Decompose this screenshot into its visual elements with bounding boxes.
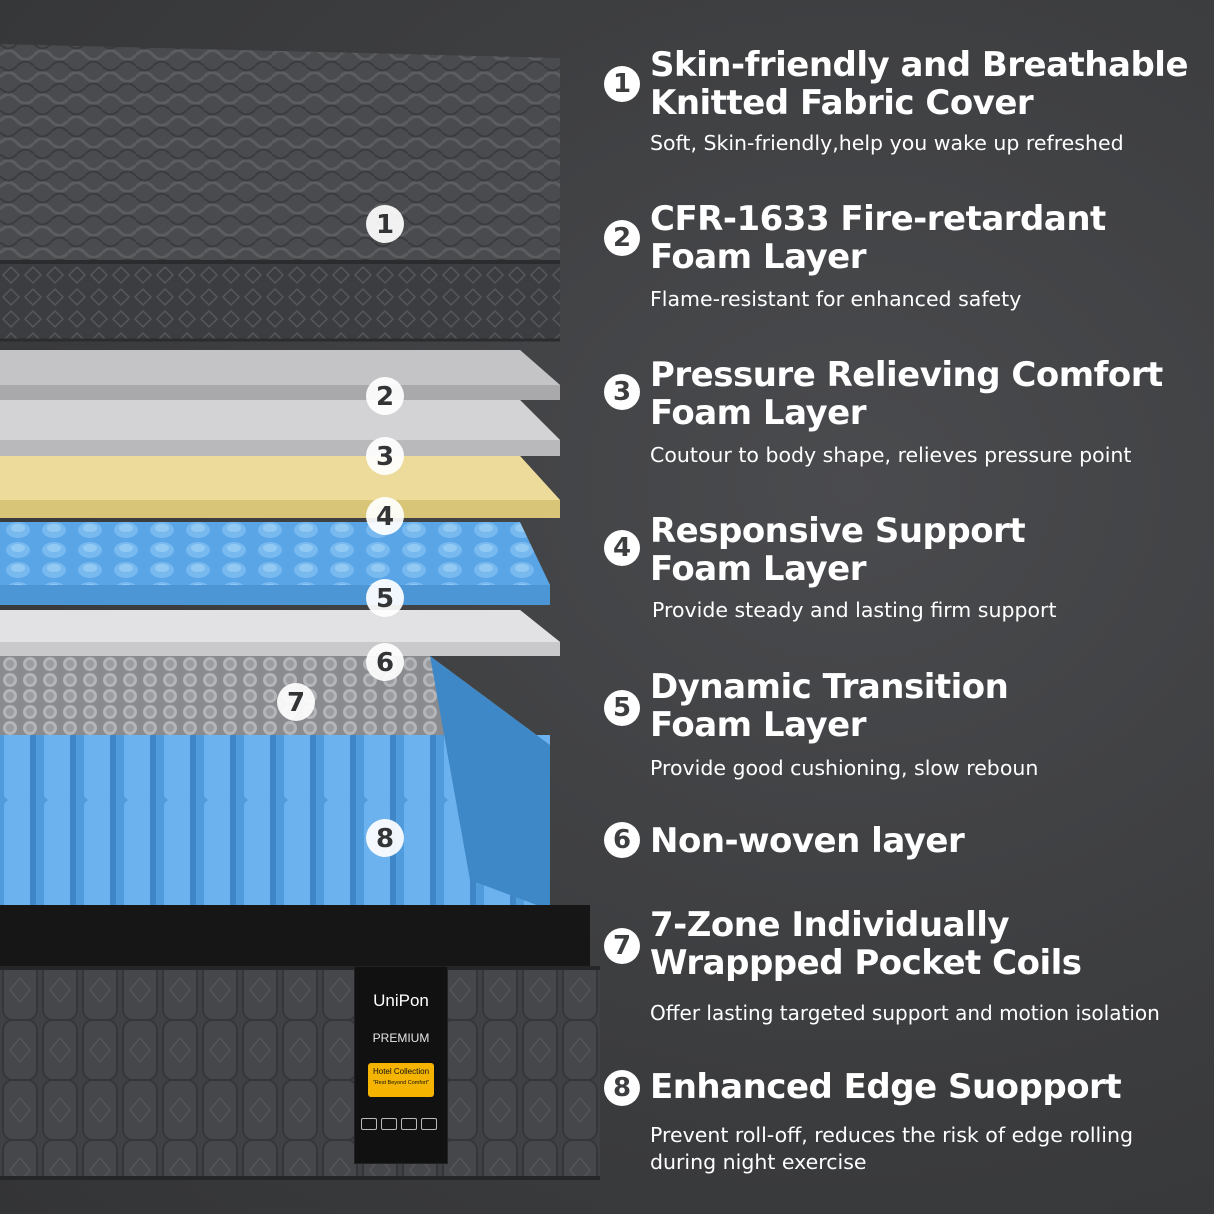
feature-number-badge: 1 <box>604 66 640 102</box>
feature-number-badge: 8 <box>604 1070 640 1106</box>
layer-marker-8: 8 <box>376 824 394 854</box>
layer-marker-6: 6 <box>376 648 394 678</box>
feature-description: Coutour to body shape, relieves pressure… <box>650 443 1132 467</box>
portability-icon <box>361 1118 377 1130</box>
ventilate-icon <box>381 1118 397 1130</box>
certificate-icon <box>421 1118 437 1130</box>
feature-number-badge: 2 <box>604 220 640 256</box>
layer-marker-5: 5 <box>376 584 394 614</box>
layer-support-foam <box>0 456 560 518</box>
layer-marker-circle-6 <box>366 643 404 681</box>
feature-title: Enhanced Edge Suopport <box>650 1067 1122 1107</box>
feature-title: Pressure Relieving Comfort <box>650 355 1163 395</box>
label-icon-row <box>361 1115 441 1135</box>
feature-list: 1 Skin-friendly and Breathable Knitted F… <box>600 0 1200 1214</box>
feature-description: Prevent roll-off, reduces the risk of ed… <box>650 1123 1133 1174</box>
feature-title: Responsive Support <box>650 511 1026 551</box>
layer-marker-circle-2 <box>366 377 404 415</box>
layer-marker-circle-5 <box>366 579 404 617</box>
badge-title: Hotel Collection <box>372 1067 430 1076</box>
feature-number-badge: 5 <box>604 690 640 726</box>
feature-title: CFR-1633 Fire-retardant <box>650 199 1106 239</box>
feature-description: Offer lasting targeted support and motio… <box>650 1001 1160 1025</box>
layer-marker-circle-7 <box>277 683 315 721</box>
brand-label: UniPon PREMIUM Hotel Collection "Rest Be… <box>354 966 448 1164</box>
layer-marker-4: 4 <box>376 502 394 532</box>
feature-title-line2: Foam Layer <box>650 549 866 589</box>
layer-marker-1: 1 <box>376 210 394 240</box>
feature-title-line2: Wrappped Pocket Coils <box>650 943 1082 983</box>
hotel-collection-badge: Hotel Collection "Rest Beyond Comfort" <box>368 1063 434 1097</box>
layer-marker-circle-8 <box>366 819 404 857</box>
brand-name: UniPon <box>373 991 429 1010</box>
feature-description: Soft, Skin-friendly,help you wake up ref… <box>650 131 1124 155</box>
mattress-cross-section: 1 2 3 4 5 6 7 8 <box>0 44 600 1180</box>
layer-marker-circle-1 <box>366 205 404 243</box>
tier-text: PREMIUM <box>372 1031 430 1045</box>
layer-number-markers: 1 2 3 4 5 6 7 8 <box>277 205 404 857</box>
feature-description: Provide steady and lasting firm support <box>652 598 1057 622</box>
layer-marker-circle-3 <box>366 437 404 475</box>
feature-title-line2: Foam Layer <box>650 237 866 277</box>
supportive-icon <box>401 1118 417 1130</box>
layer-marker-circle-4 <box>366 497 404 535</box>
layer-marker-7: 7 <box>287 688 305 718</box>
layer-marker-3: 3 <box>376 442 394 472</box>
feature-title-line2: Knitted Fabric Cover <box>650 83 1034 123</box>
layer-knitted-cover <box>0 44 560 342</box>
feature-title: Skin-friendly and Breathable <box>650 45 1189 85</box>
feature-title: Dynamic Transition <box>650 667 1009 707</box>
feature-number-badge: 4 <box>604 530 640 566</box>
layer-fire-retardant-foam <box>0 350 560 400</box>
feature-number-badge: 7 <box>604 928 640 964</box>
feature-description: Provide good cushioning, slow reboun <box>650 756 1039 780</box>
feature-title: 7-Zone Individually <box>650 905 1010 945</box>
feature-title: Non-woven layer <box>650 821 965 861</box>
feature-title-line2: Foam Layer <box>650 393 866 433</box>
layer-marker-2: 2 <box>376 382 394 412</box>
feature-description: Flame-resistant for enhanced safety <box>650 287 1022 311</box>
feature-title-line2: Foam Layer <box>650 705 866 745</box>
layer-edge-support-base <box>0 966 600 1180</box>
layer-comfort-foam <box>0 400 560 456</box>
feature-number-badge: 6 <box>604 822 640 858</box>
badge-tagline: "Rest Beyond Comfort" <box>372 1080 430 1086</box>
base-top-shadow <box>0 905 590 970</box>
layer-non-woven <box>0 610 560 656</box>
layer-pocket-coils <box>0 656 550 910</box>
layer-transition-foam <box>0 522 550 605</box>
feature-number-badge: 3 <box>604 374 640 410</box>
